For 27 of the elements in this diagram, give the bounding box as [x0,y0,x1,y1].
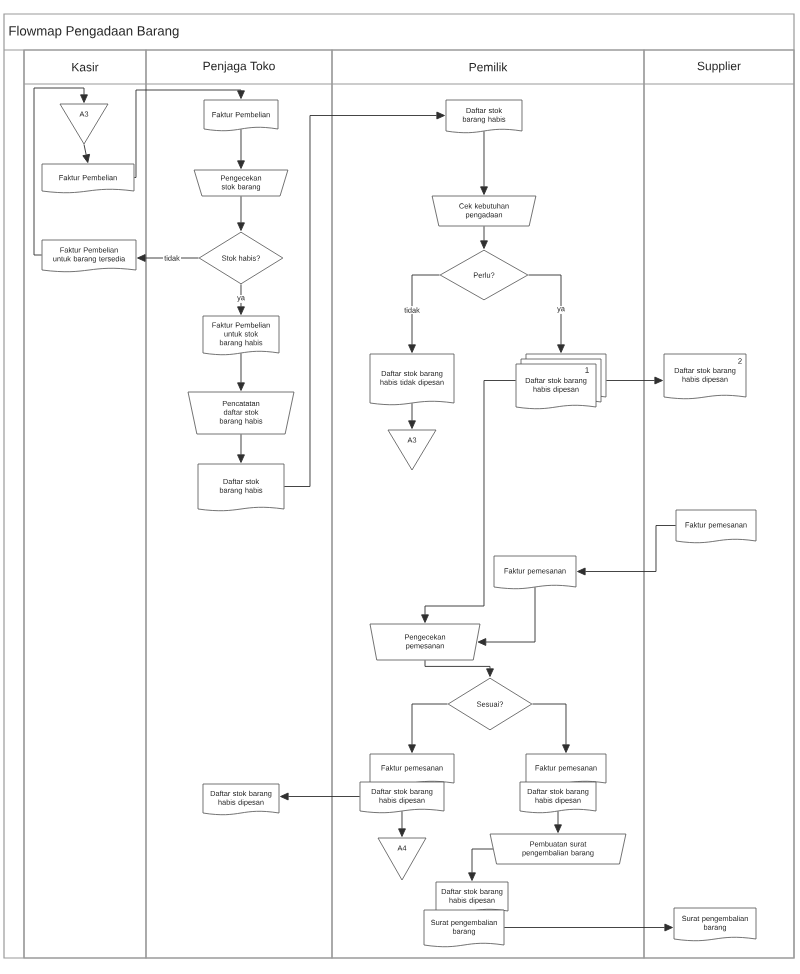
arrow [398,810,406,837]
arrow [137,254,200,262]
arrow [527,274,565,353]
arrow [554,810,562,833]
arrow [280,792,361,801]
arrow [477,586,536,646]
arrow [82,143,90,163]
arrow [283,111,445,487]
arrow [577,525,677,576]
arrow [237,195,245,231]
arrow [133,89,245,178]
arrow [237,433,245,463]
arrow [480,225,488,249]
arrow [468,848,494,881]
arrow [237,352,245,391]
arrow [33,87,88,256]
arrow [503,923,673,932]
arrow [408,703,449,753]
arrow [480,130,488,195]
arrow [424,659,494,677]
arrow [605,376,663,385]
arrow [408,402,416,429]
arrow [237,283,245,315]
arrow [421,380,517,623]
arrow [531,703,570,753]
arrow [237,128,245,169]
arrow [408,274,441,353]
